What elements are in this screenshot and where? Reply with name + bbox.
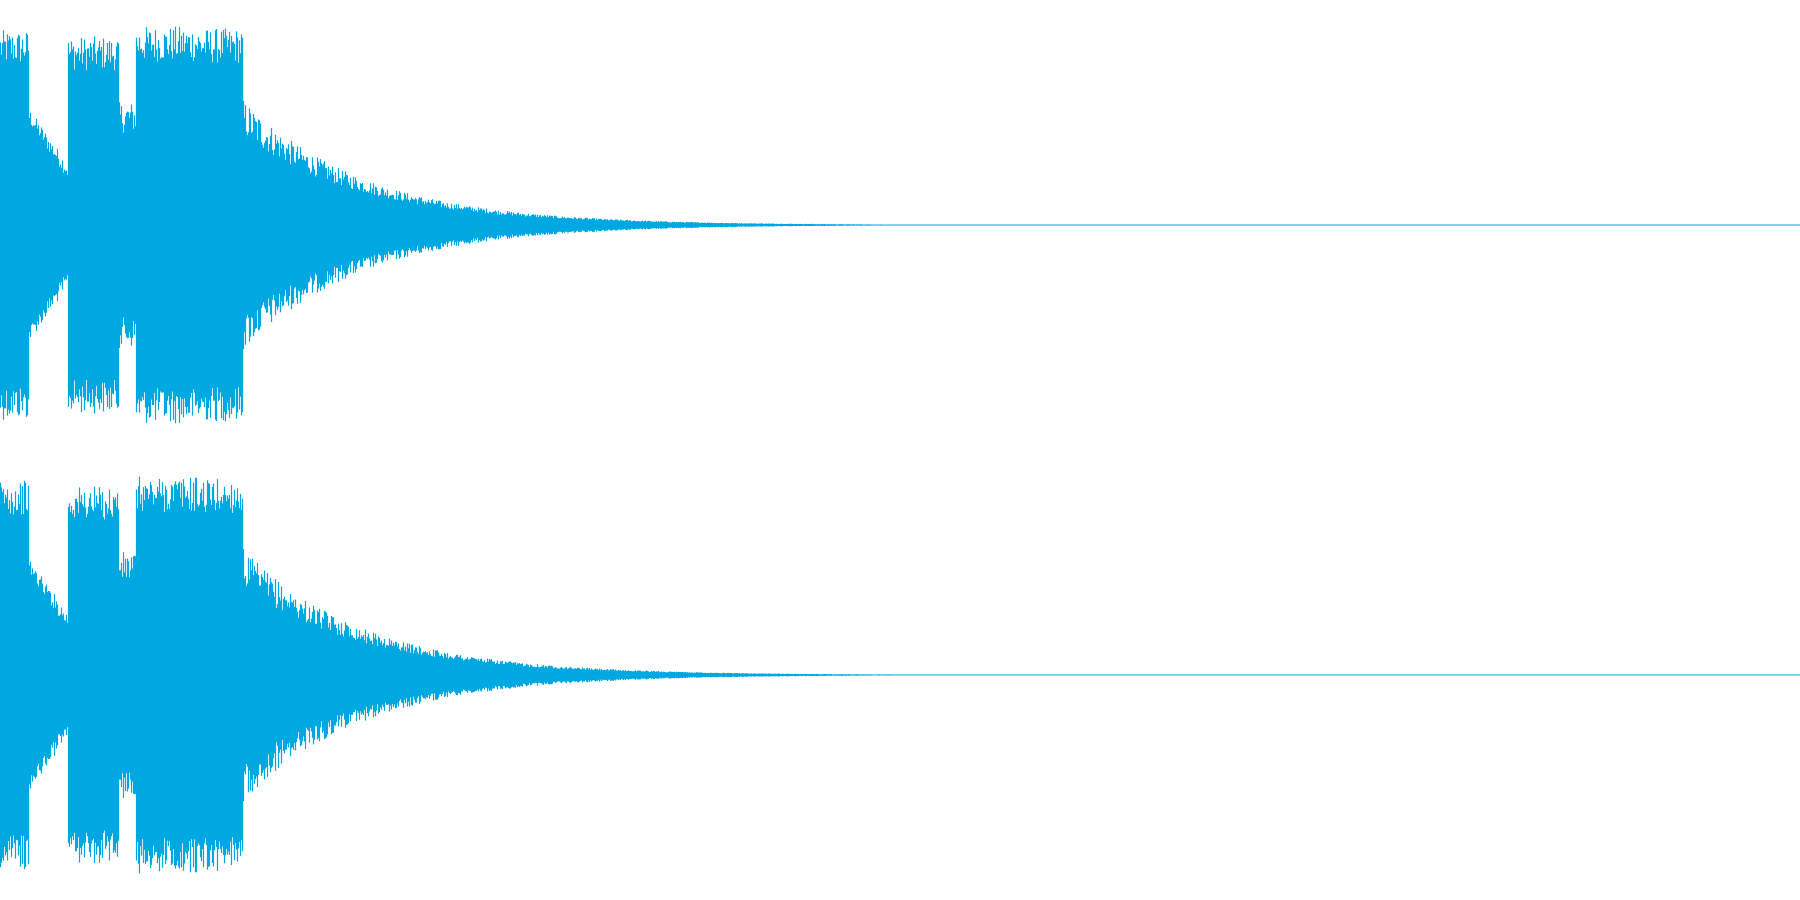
channel-2-waveform <box>0 476 1800 874</box>
channel-1-waveform <box>0 26 1800 424</box>
